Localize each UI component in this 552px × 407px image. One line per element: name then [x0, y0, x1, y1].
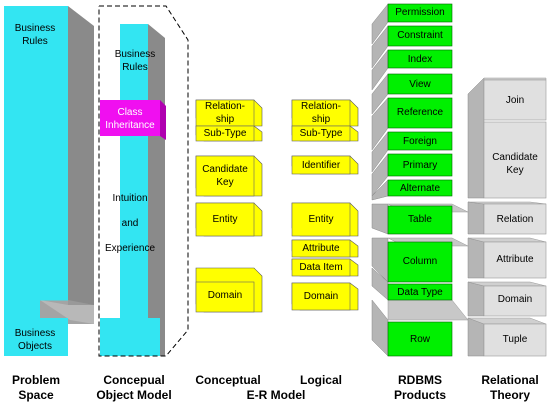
relational-candidate-key-label: Candidate Key [492, 152, 538, 176]
rdbms-table-label: Table [408, 214, 432, 225]
conceptual-entity-label: Entity [212, 214, 238, 225]
com-class-inheritance-label: Class Inheritance [105, 107, 155, 131]
com-and-label: and [121, 218, 139, 229]
conceptual-er-faces [195, 99, 255, 313]
rdbms-index-label: Index [407, 54, 433, 65]
relational-theory-title: Relational Theory [481, 373, 539, 402]
logical-attribute-label: Attribute [302, 243, 340, 254]
relational-attribute-label: Attribute [496, 254, 534, 265]
logical-identifier-label: Identifier [301, 160, 341, 171]
relational-side-faces [467, 77, 485, 357]
conceptual-candidate-key-label: Candidate Key [202, 164, 248, 188]
conceptual-relationship-label: Relation- ship [204, 101, 246, 125]
relational-domain-label: Domain [497, 294, 533, 305]
problem-space-title: Problem Space [11, 373, 60, 402]
logical-er-title: Logical [299, 373, 342, 387]
rdbms-faces [387, 3, 453, 357]
relational-faces [483, 79, 547, 357]
rdbms-data-type-label: Data Type [397, 287, 443, 298]
conceptual-er-title: Conceptual [195, 373, 261, 387]
relational-tuple-label: Tuple [502, 334, 528, 345]
logical-subtype-label: Sub-Type [299, 128, 343, 139]
relational-join-label: Join [505, 95, 525, 106]
logical-relationship-label: Relation- ship [300, 101, 342, 125]
conceptual-object-model-title: Concepual Object Model [96, 373, 172, 402]
relational-relation-label: Relation [496, 214, 534, 225]
com-business-rules-label: Business Rules [114, 49, 156, 73]
com-intuition-label: Intuition [112, 193, 148, 204]
rdbms-column-label: Column [402, 256, 438, 267]
logical-entity-label: Entity [308, 214, 334, 225]
com-experience-label: Experience [104, 243, 156, 254]
conceptual-subtype-label: Sub-Type [203, 128, 247, 139]
problem-space-business-rules-label: Business Rules [14, 23, 56, 47]
rdbms-side-faces [371, 3, 389, 357]
problem-space-business-objects-label: Business Objects [14, 328, 56, 352]
er-model-title: E-R Model [246, 388, 306, 402]
rdbms-foreign-label: Foreign [403, 136, 437, 147]
logical-er-faces [291, 99, 351, 311]
conceptual-domain-label: Domain [207, 290, 243, 301]
rdbms-row-label: Row [409, 334, 430, 345]
rdbms-alternate-label: Alternate [399, 183, 441, 194]
rdbms-constraint-label: Constraint [397, 30, 443, 41]
rdbms-permission-label: Permission [395, 7, 445, 18]
logical-domain-label: Domain [303, 291, 339, 302]
logical-data-item-label: Data Item [299, 262, 343, 273]
rdbms-products-title: RDBMS Products [393, 373, 446, 402]
problem-space-shape [4, 6, 94, 356]
rdbms-view-label: View [409, 79, 431, 90]
rdbms-primary-label: Primary [402, 160, 438, 171]
rdbms-reference-label: Reference [396, 107, 444, 118]
conceptual-object-model-shape [98, 5, 189, 357]
